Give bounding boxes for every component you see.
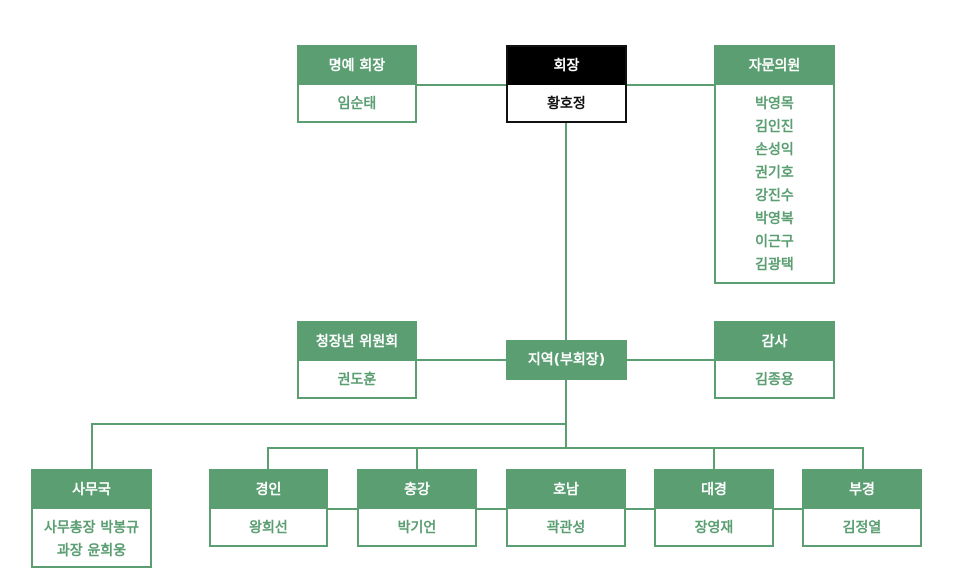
region-box-bugyeong: 부경 김정열 <box>802 469 922 547</box>
box-title: 지역(부회장) <box>508 342 625 378</box>
member-name: 황호정 <box>547 96 586 112</box>
connector <box>91 423 567 425</box>
member-name: 김인진 <box>755 119 794 135</box>
box-title: 회장 <box>508 47 625 85</box>
member-name: 장영재 <box>694 520 734 536</box>
member-name: 권도훈 <box>337 372 377 388</box>
box-title: 부경 <box>804 471 920 509</box>
audit-box: 감사 김종용 <box>714 321 835 399</box>
box-title: 감사 <box>716 323 833 361</box>
connector <box>565 122 567 342</box>
region-box-chunggang: 충강 박기언 <box>357 469 477 547</box>
member-name: 권기호 <box>755 165 794 181</box>
connector <box>565 378 567 448</box>
secretariat-box: 사무국 사무총장 박봉규 과장 윤희웅 <box>31 469 152 568</box>
box-title: 충강 <box>359 471 475 509</box>
region-vice-president-box: 지역(부회장) <box>506 340 627 380</box>
member-name: 강진수 <box>755 188 794 204</box>
member-name: 박영목 <box>755 96 794 112</box>
connector <box>91 423 93 469</box>
box-title: 호남 <box>508 471 624 509</box>
member-name: 이근구 <box>755 234 794 250</box>
connector <box>267 447 269 469</box>
region-box-daegyeong: 대경 장영재 <box>654 469 774 547</box>
youth-committee-box: 청장년 위원회 권도훈 <box>297 321 417 399</box>
box-title: 명예 회장 <box>299 47 415 85</box>
advisors-box: 자문의원 박영목 김인진 손성익 권기호 강진수 박영복 이근구 김광택 <box>714 45 835 284</box>
member-name: 과장 윤희웅 <box>56 543 127 559</box>
member-name: 사무총장 박봉규 <box>43 520 140 536</box>
box-title: 자문의원 <box>716 47 833 85</box>
connector <box>862 447 864 469</box>
member-name: 왕희선 <box>249 520 288 536</box>
box-title: 청장년 위원회 <box>299 323 415 361</box>
region-box-gyeongin: 경인 왕희선 <box>209 469 328 547</box>
connector <box>267 447 864 449</box>
member-name: 박기언 <box>397 520 437 536</box>
president-box: 회장 황호정 <box>506 45 627 123</box>
connector <box>713 447 715 469</box>
connector <box>416 447 418 469</box>
member-name: 임순태 <box>337 96 377 112</box>
member-name: 김종용 <box>755 372 794 388</box>
box-title: 대경 <box>656 471 772 509</box>
member-name: 김정열 <box>842 520 882 536</box>
member-name: 곽관성 <box>546 520 586 536</box>
box-title: 경인 <box>211 471 326 509</box>
box-title: 사무국 <box>33 471 150 509</box>
member-name: 김광택 <box>755 257 794 273</box>
honorary-president-box: 명예 회장 임순태 <box>297 45 417 123</box>
member-name: 박영복 <box>755 211 794 227</box>
region-box-honam: 호남 곽관성 <box>506 469 626 547</box>
member-name: 손성익 <box>755 142 794 158</box>
connector <box>626 84 714 86</box>
connector <box>416 84 506 86</box>
